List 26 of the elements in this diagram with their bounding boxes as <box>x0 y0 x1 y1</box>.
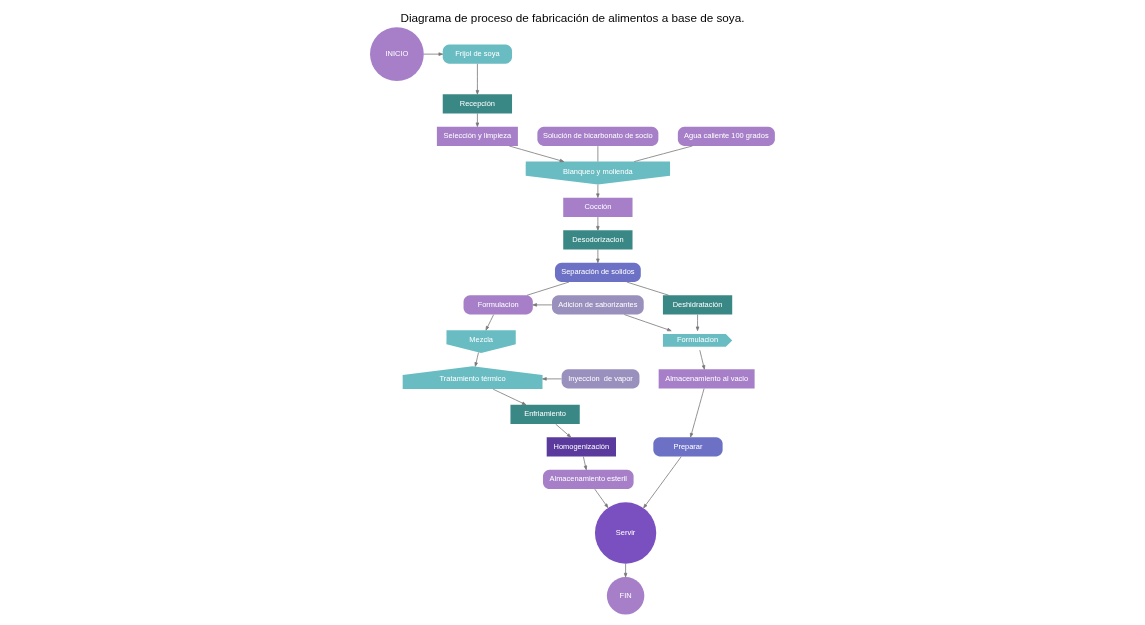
arrow <box>423 52 444 56</box>
arrow <box>596 184 600 198</box>
arrow <box>596 216 600 231</box>
arrow <box>532 303 553 307</box>
arrow <box>475 113 480 127</box>
arrow <box>475 63 480 95</box>
arrow <box>699 349 706 370</box>
arrow <box>689 388 705 438</box>
arrow <box>542 377 562 381</box>
arrow <box>492 388 527 406</box>
arrow <box>582 456 588 471</box>
arrow <box>474 352 479 367</box>
diagram-title: Diagrama de proceso de fabricación de alimentos a base de soya. <box>400 10 745 24</box>
connector <box>626 281 670 296</box>
arrow <box>596 249 600 264</box>
connector <box>526 281 570 296</box>
arrow <box>508 145 565 163</box>
connector <box>633 145 693 162</box>
arrow <box>555 423 572 438</box>
arrow <box>623 314 672 332</box>
arrow <box>643 456 682 509</box>
arrow <box>594 488 609 509</box>
arrow <box>485 314 494 331</box>
arrow <box>695 314 700 331</box>
connector <box>597 145 599 162</box>
arrow <box>623 563 628 578</box>
